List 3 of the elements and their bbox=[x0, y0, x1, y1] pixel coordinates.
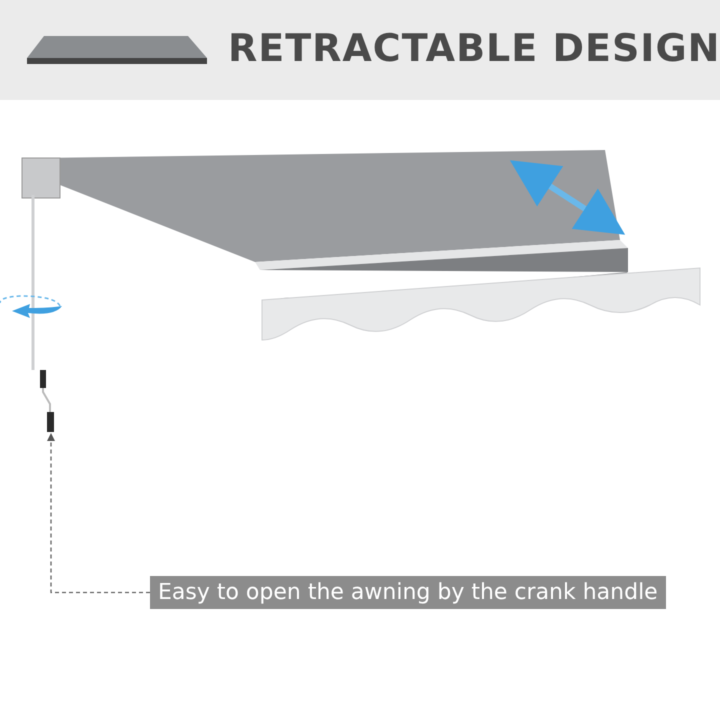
title: RETRACTABLE DESIGN bbox=[228, 26, 720, 70]
leader-line bbox=[47, 433, 150, 594]
caption-box: Easy to open the awning by the crank handle bbox=[150, 576, 666, 609]
